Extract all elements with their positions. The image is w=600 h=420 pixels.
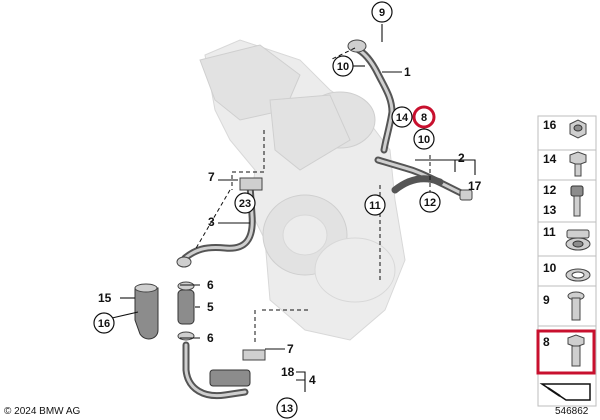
label-5: 5: [207, 300, 214, 314]
label-4: 4: [309, 373, 316, 387]
hose-assembly: [177, 281, 195, 341]
turbocharger-ghost: [199, 39, 406, 341]
legend-item-14: 14: [543, 151, 587, 177]
legend-item-9: 9: [543, 291, 585, 321]
callout-11: 11: [364, 194, 386, 216]
label-7-top: 7: [208, 170, 215, 184]
svg-text:10: 10: [337, 61, 349, 73]
allen-bolt-icon: [570, 185, 584, 217]
diagram-id: 546862: [555, 406, 589, 417]
svg-text:13: 13: [543, 203, 557, 217]
leader-lines: [111, 24, 476, 392]
nut-icon: [569, 119, 587, 139]
label-17: 17: [468, 179, 482, 193]
legend-panel: 16 14 12 13 11: [536, 115, 597, 407]
svg-text:10: 10: [418, 134, 430, 146]
legend-item-13: 13: [543, 203, 557, 217]
callout-16: 16: [93, 312, 115, 334]
label-1: 1: [404, 65, 411, 79]
label-15: 15: [98, 291, 112, 305]
oil-line-right: [374, 156, 473, 201]
bolt-icon: [569, 151, 587, 177]
hollow-bolt-icon: [567, 291, 585, 321]
label-6-bottom: 6: [207, 331, 214, 345]
copyright: © 2024 BMW AG: [4, 406, 81, 417]
svg-text:16: 16: [543, 118, 557, 132]
svg-text:8: 8: [543, 335, 550, 349]
callout-12: 12: [419, 191, 441, 213]
legend-item-11: 11: [543, 225, 591, 251]
legend-item-8: 8: [543, 334, 585, 367]
svg-text:12: 12: [543, 183, 557, 197]
oil-feed-line: [347, 39, 396, 154]
label-3: 3: [208, 215, 215, 229]
callout-8-highlighted: 8: [412, 105, 436, 129]
svg-text:8: 8: [421, 112, 427, 124]
callout-9-top: 9: [371, 1, 393, 23]
svg-text:9: 9: [543, 293, 550, 307]
legend-item-10: 10: [543, 261, 591, 282]
legend-highlight-frame: [536, 329, 596, 375]
label-2: 2: [458, 151, 465, 165]
label-7-bottom: 7: [287, 342, 294, 356]
svg-text:14: 14: [396, 112, 409, 124]
callout-10-mid: 10: [413, 128, 435, 150]
callout-14: 14: [391, 106, 413, 128]
callout-23: 23: [234, 192, 256, 214]
banjo-bolt-icon: [567, 334, 585, 367]
svg-text:10: 10: [543, 261, 557, 275]
svg-text:12: 12: [424, 197, 436, 209]
svg-text:11: 11: [543, 225, 556, 239]
return-pipe-lower: [182, 341, 266, 400]
sealing-ring-icon: [565, 268, 591, 282]
svg-text:11: 11: [369, 200, 381, 212]
protective-sleeve: [134, 283, 159, 340]
direction-arrow-icon: [539, 383, 591, 401]
oil-return-line: [176, 177, 263, 268]
callout-13: 13: [276, 397, 298, 419]
svg-text:13: 13: [281, 403, 293, 415]
label-6-top: 6: [207, 278, 214, 292]
legend-item-16: 16: [543, 118, 587, 139]
clip-washer-icon: [565, 229, 591, 251]
callout-10-top: 10: [332, 55, 354, 77]
svg-text:23: 23: [239, 198, 251, 210]
svg-text:16: 16: [98, 318, 110, 330]
svg-text:9: 9: [379, 7, 385, 19]
label-18: 18: [281, 365, 295, 379]
svg-text:14: 14: [543, 152, 557, 166]
legend-item-12: 12: [543, 183, 584, 217]
